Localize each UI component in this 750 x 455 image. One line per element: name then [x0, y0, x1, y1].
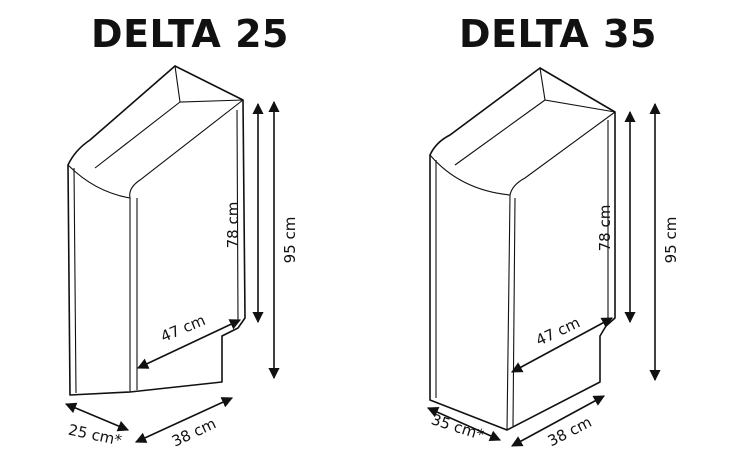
delta-25-depth-arrow: [134, 397, 234, 443]
delta-35-height-front-label: 78 cm: [596, 205, 614, 252]
delta-35-depth-arrow: [511, 395, 605, 447]
delta-35-cabinet-side: [429, 67, 616, 431]
delta-35-back-edge: [435, 120, 609, 427]
delta-25-depth-inner-arrow: [136, 319, 242, 369]
delta-35-top-opening: [449, 67, 616, 196]
delta-25-cabinet-side: [67, 65, 246, 396]
delta-35-height-total-label: 95 cm: [662, 217, 680, 264]
delta-25-height-front-label: 78 cm: [224, 202, 242, 249]
delta-35-width-arrow: [426, 406, 502, 442]
delta-25-title: DELTA 25: [91, 12, 289, 56]
delta-35-front-panel: [429, 154, 511, 431]
delta-25-group: DELTA 25 95 cm 78 cm 47 cm 25 cm* 38 cm: [64, 12, 299, 450]
delta-25-width-arrow: [64, 402, 130, 432]
delta-35-depth-inner-arrow: [511, 317, 613, 373]
delta-25-height-total-label: 95 cm: [281, 217, 299, 264]
delta-25-top-opening: [89, 64, 244, 199]
delta-35-group: DELTA 35 95 cm 78 cm 47 cm 35 cm* 38 cm: [426, 12, 680, 450]
delta-35-title: DELTA 35: [459, 12, 657, 56]
delta-25-depth-label: 38 cm: [169, 414, 219, 450]
delta-35-depth-label: 38 cm: [545, 413, 595, 450]
